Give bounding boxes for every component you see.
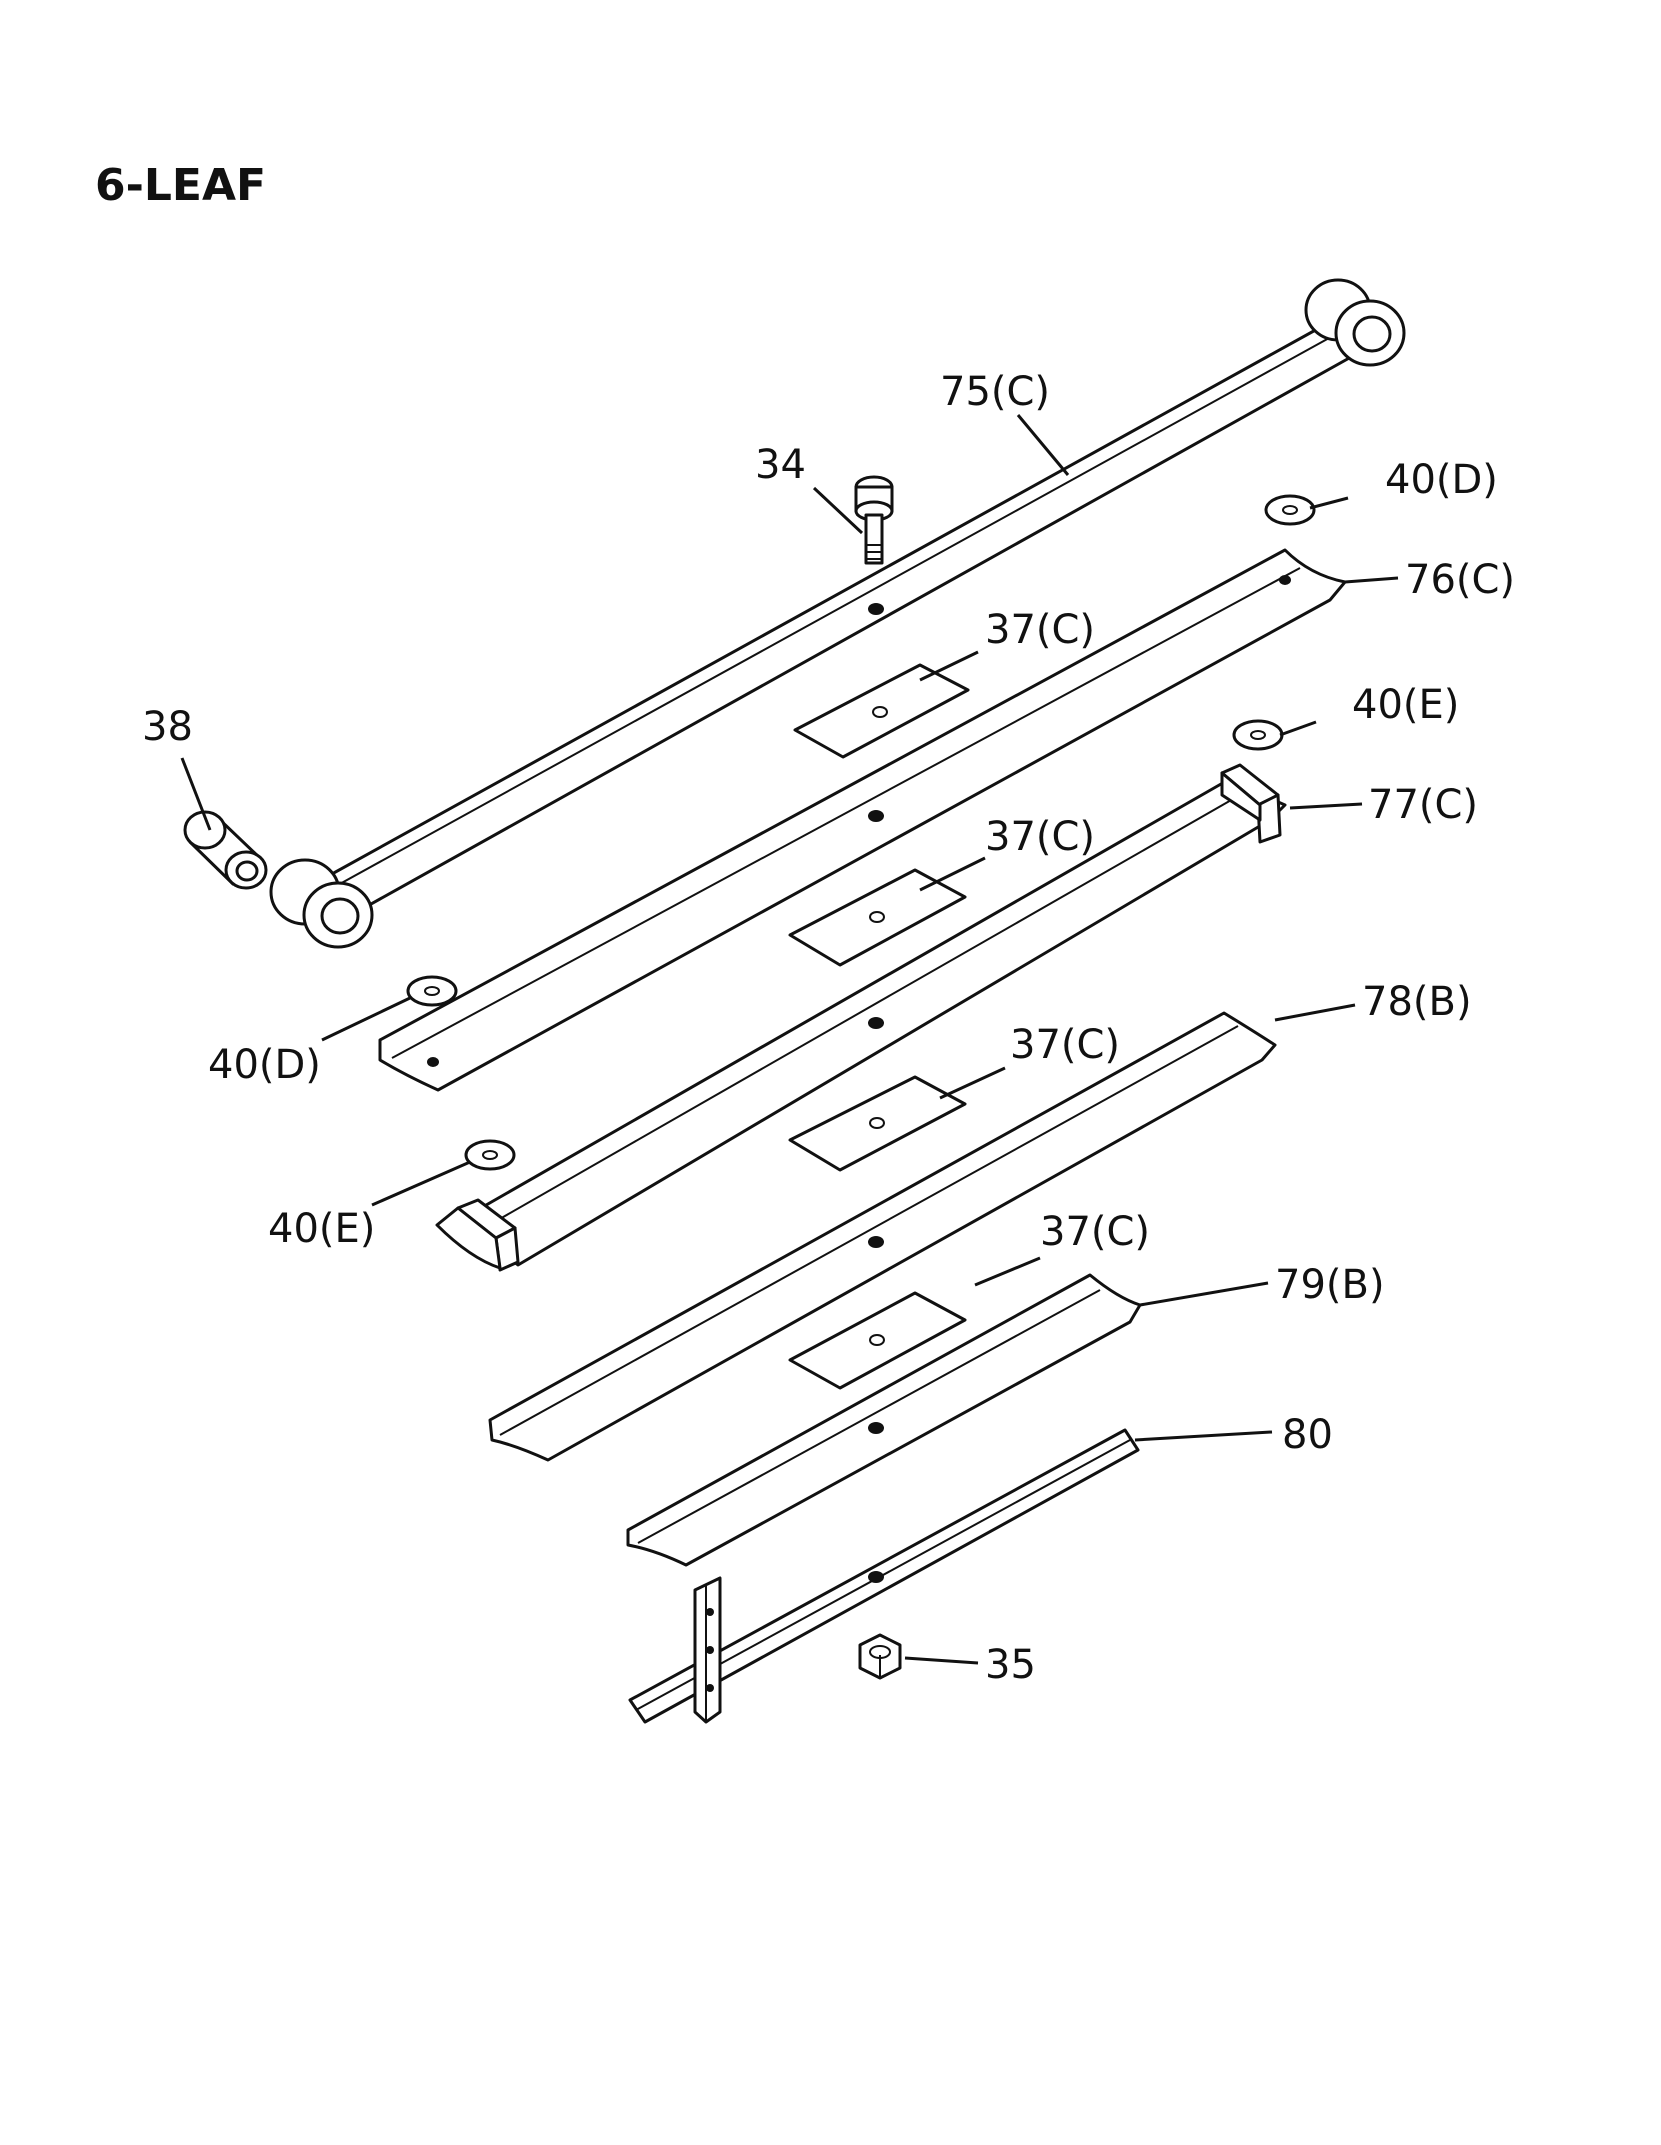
washer-40d-left [406, 975, 458, 1007]
label-37-3: 37(C) [1010, 1022, 1120, 1068]
center-pad-37-4 [788, 1291, 967, 1390]
label-37-4: 37(C) [1040, 1209, 1150, 1255]
label-77: 77(C) [1368, 782, 1478, 828]
label-40e-left: 40(E) [268, 1206, 375, 1252]
nut-35 [858, 1633, 902, 1680]
leader-lines [180, 414, 1399, 1665]
label-37-1: 37(C) [985, 607, 1095, 653]
label-35: 35 [985, 1642, 1036, 1688]
washer-40d-top [1264, 494, 1316, 526]
label-80: 80 [1282, 1412, 1333, 1458]
leaf-80 [628, 1428, 1140, 1724]
diagram-title: 6-LEAF [95, 160, 267, 211]
label-76: 76(C) [1405, 557, 1515, 603]
callout-labels: 75(C) 34 40(D) 76(C) 37(C) 38 40(E) 77(C… [142, 369, 1515, 1688]
washer-40e-left [464, 1139, 516, 1171]
label-40e-top: 40(E) [1352, 682, 1459, 728]
center-bolt-34 [854, 475, 894, 565]
center-pad-37-3 [788, 1075, 967, 1172]
washer-40e-top [1232, 719, 1284, 751]
center-pad-37-2 [788, 868, 967, 967]
label-40d-top: 40(D) [1385, 457, 1498, 503]
label-34: 34 [755, 442, 806, 488]
leaf-75 [269, 278, 1406, 949]
leaf-79 [626, 1273, 1142, 1567]
leaf-76 [378, 548, 1347, 1092]
leaf-77 [435, 763, 1287, 1272]
leaf-78 [488, 1011, 1277, 1462]
label-40d-left: 40(D) [208, 1042, 321, 1088]
label-38: 38 [142, 704, 193, 750]
label-79: 79(B) [1275, 1262, 1385, 1308]
label-37-2: 37(C) [985, 814, 1095, 860]
bushing-38 [183, 810, 268, 890]
label-75: 75(C) [940, 369, 1050, 415]
label-78: 78(B) [1362, 979, 1472, 1025]
center-pad-37-1 [793, 663, 970, 759]
